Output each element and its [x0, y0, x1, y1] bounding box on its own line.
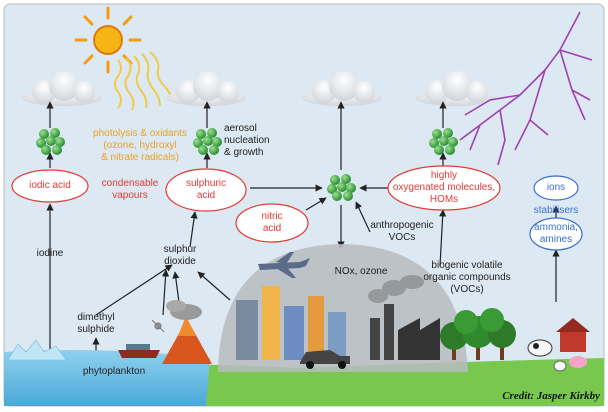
ammonia-label: ammonia, amines — [534, 222, 578, 245]
nox-ozone-label: NOx, ozone — [334, 266, 388, 277]
ions-label: ions — [546, 182, 566, 193]
lightning-icon — [459, 11, 593, 166]
dimethyl-sulphide-label: dimethyl sulphide — [77, 312, 115, 335]
nitric-acid-label: nitric acid — [261, 211, 283, 234]
aerosol-label: aerosol nucleation & growth — [224, 123, 270, 158]
barn-icon — [556, 318, 590, 352]
credit-label: Credit: Jasper Kirkby — [502, 390, 600, 402]
ammonia-oval — [529, 217, 583, 251]
anthropogenic-vocs-label: anthropogenic VOCs — [370, 220, 434, 243]
satellite-icon — [151, 319, 165, 333]
car-icon — [300, 350, 350, 369]
sulphur-dioxide-label: sulphur dioxide — [163, 244, 197, 267]
homs-oval — [387, 165, 501, 211]
iodic-acid-oval — [11, 169, 89, 203]
homs-label: highly oxygenated molecules, HOMs — [392, 170, 496, 205]
ions-oval — [533, 175, 579, 201]
cow-icon — [527, 339, 553, 357]
factory-smoke-icon — [368, 275, 424, 303]
sheep-icon — [553, 360, 567, 372]
nitric-acid-oval — [235, 203, 309, 243]
stabilisers-label: stabilisers — [533, 205, 579, 216]
iodine-label: iodine — [36, 248, 64, 259]
city-buildings-icon — [236, 286, 440, 360]
photolysis-label: photolysis & oxidants (ozone, hydroxyl &… — [93, 128, 187, 163]
condensable-vapours-label: condensable vapours — [101, 178, 159, 201]
pig-icon — [569, 356, 587, 368]
sun-icon — [74, 6, 142, 74]
trees-icon — [440, 308, 516, 360]
ship-icon — [118, 344, 160, 358]
phytoplankton-label: phytoplankton — [82, 366, 146, 377]
sulphuric-acid-label: sulphuric acid — [185, 178, 227, 201]
iodic-acid-label: iodic acid — [29, 180, 71, 191]
volcano-icon — [162, 300, 212, 364]
iceberg-icon — [7, 339, 67, 361]
airplane-icon — [258, 252, 310, 278]
sulphuric-acid-oval — [165, 168, 247, 212]
sunlight-rays — [114, 51, 175, 111]
biogenic-vocs-label: biogenic volatile organic compounds (VOC… — [423, 260, 511, 295]
ocean — [4, 350, 210, 406]
